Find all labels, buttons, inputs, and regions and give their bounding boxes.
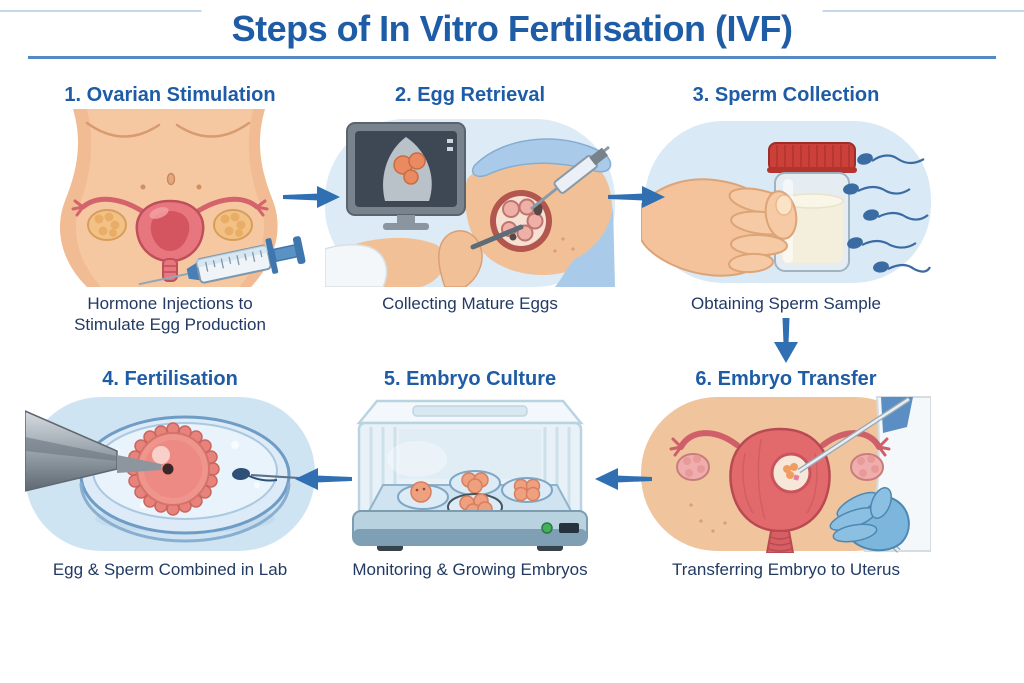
embryo-in-uterus-icon (770, 452, 812, 494)
ultrasound-monitor-icon (346, 122, 466, 230)
step-egg-retrieval: 2. Egg Retrieval (320, 84, 620, 314)
step-1-caption: Hormone Injections to Stimulate Egg Prod… (74, 294, 266, 335)
arrow-step1-to-step2-icon (283, 182, 341, 217)
step-2-caption: Collecting Mature Eggs (382, 294, 558, 313)
uterus-catheter-transfer-illustration (641, 396, 931, 553)
arrow-step2-to-step3-icon (608, 182, 666, 217)
navel-icon (166, 172, 176, 186)
holding-pipette-icon (25, 410, 174, 492)
step-ovarian-stimulation: 1. Ovarian Stimulation (20, 84, 320, 336)
step-1-heading: 1. Ovarian Stimulation (64, 84, 276, 106)
incubator-embryos-illustration (352, 399, 588, 551)
abdomen-uterus-syringe-illustration (60, 109, 306, 287)
arrow-step5-to-step4-icon (294, 464, 352, 499)
uterus-icon (71, 196, 269, 282)
petri-dish-icsi-illustration (25, 397, 315, 551)
step-sperm-collection: 3. Sperm Collection (632, 84, 940, 314)
ultrasound-egg-retrieval-illustration (325, 119, 615, 287)
page-title: Steps of In Vitro Fertilisation (IVF) (201, 8, 823, 50)
step-fertilisation: 4. Fertilisation (20, 368, 320, 580)
gloved-hand-icon (829, 487, 910, 552)
aspiration-needle-icon (530, 145, 610, 211)
power-led-icon (541, 522, 553, 534)
power-switch-icon (559, 523, 579, 533)
step-2-heading: 2. Egg Retrieval (394, 84, 546, 106)
title-divider (28, 56, 996, 59)
sperm-icon (843, 153, 931, 273)
follicle-opening-icon (490, 190, 552, 252)
step-3-heading: 3. Sperm Collection (692, 84, 880, 106)
step-embryo-culture: 5. Embryo Culture (320, 368, 620, 580)
step-3-caption: Obtaining Sperm Sample (691, 294, 881, 313)
arrow-step3-to-step6-icon (770, 318, 802, 369)
probe-icon (470, 224, 524, 250)
hand-specimen-cup-sperm-illustration (641, 121, 931, 283)
syringe-icon (138, 236, 306, 286)
step-5-caption: Monitoring & Growing Embryos (352, 560, 588, 579)
step-6-heading: 6. Embryo Transfer (695, 368, 877, 390)
step-4-caption: Egg & Sperm Combined in Lab (52, 560, 288, 579)
step-6-caption: Transferring Embryo to Uterus (672, 560, 900, 579)
step-5-heading: 5. Embryo Culture (383, 368, 557, 390)
arrow-step6-to-step5-icon (594, 464, 652, 499)
step-4-heading: 4. Fertilisation (102, 368, 238, 390)
scrub-icon (881, 397, 913, 433)
step-embryo-transfer: 6. Embryo Transfer (632, 368, 940, 580)
